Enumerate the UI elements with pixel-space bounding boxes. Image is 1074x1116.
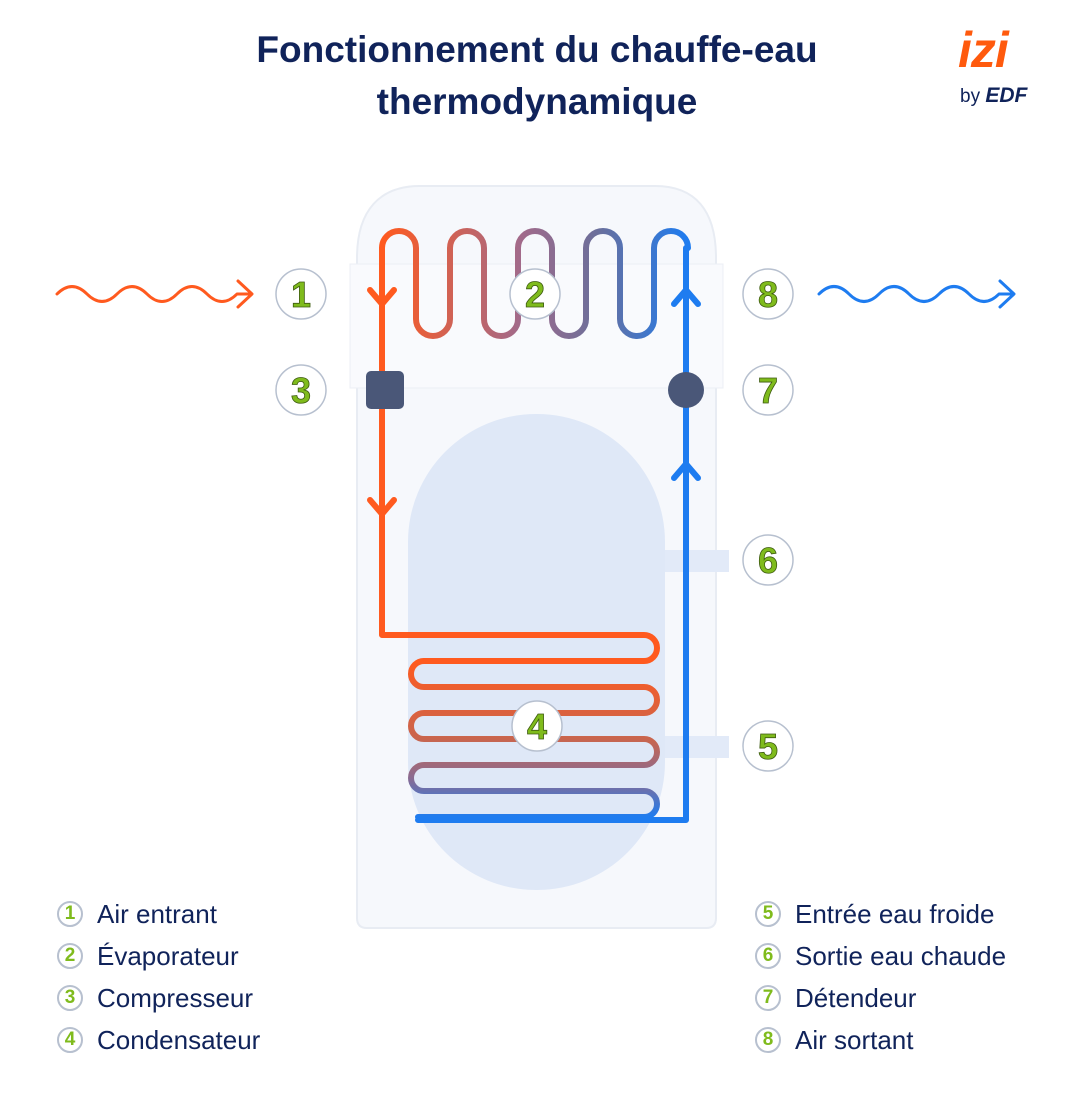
water-tank-inner <box>408 414 665 890</box>
page-title: Fonctionnement du chauffe-eau thermodyna… <box>256 29 818 122</box>
cold-line <box>415 245 689 823</box>
legend-label: Détendeur <box>795 982 917 1013</box>
legend-left: 1 Air entrant 2 Évaporateur 3 Compresseu… <box>57 893 260 1061</box>
logo-by-text: by EDF <box>960 84 1028 107</box>
legend-item: 8 Air sortant <box>755 1019 1006 1061</box>
legend-label: Sortie eau chaude <box>795 940 1007 971</box>
legend-label: Compresseur <box>97 982 254 1013</box>
legend-item: 5 Entrée eau froide <box>755 893 1006 935</box>
incoming-air-arrow-icon <box>55 279 254 309</box>
legend-item: 4 Condensateur <box>57 1019 260 1061</box>
flow-arrow-up-icon <box>671 287 701 307</box>
flow-arrow-up-icon <box>671 461 701 481</box>
compressor-block <box>366 371 404 409</box>
svg-text:5: 5 <box>758 726 778 767</box>
callout-4: 4 <box>511 700 563 752</box>
logo-edf-text: EDF <box>985 84 1028 107</box>
legend-number-badge: 8 <box>755 1027 781 1053</box>
callout-3: 3 <box>275 364 327 416</box>
legend-label: Condensateur <box>97 1024 261 1055</box>
outgoing-air-arrow-icon <box>817 279 1016 309</box>
svg-text:7: 7 <box>758 370 778 411</box>
svg-text:3: 3 <box>291 370 311 411</box>
legend-item: 3 Compresseur <box>57 977 260 1019</box>
callout-6: 6 <box>742 534 794 586</box>
legend-number-badge: 4 <box>57 1027 83 1053</box>
svg-text:4: 4 <box>527 706 547 747</box>
flow-arrow-down-icon <box>367 497 397 517</box>
refrigerant-circuit <box>367 228 701 823</box>
legend-label: Air entrant <box>97 898 217 929</box>
tank <box>349 185 729 929</box>
cold-water-inlet-pipe <box>665 736 729 758</box>
callout-1: 1 <box>275 268 327 320</box>
svg-text:1: 1 <box>291 274 311 315</box>
callout-7: 7 <box>742 364 794 416</box>
legend-number-badge: 5 <box>755 901 781 927</box>
legend-item: 7 Détendeur <box>755 977 1006 1019</box>
hot-line <box>379 245 660 664</box>
legend-number-badge: 3 <box>57 985 83 1011</box>
flow-arrow-down-icon <box>367 287 397 307</box>
evaporator-coil <box>379 228 691 339</box>
condenser-coil <box>408 658 660 820</box>
legend-label: Évaporateur <box>97 940 239 971</box>
callout-2: 2 <box>509 268 561 320</box>
callout-5: 5 <box>742 720 794 772</box>
legend-item: 6 Sortie eau chaude <box>755 935 1006 977</box>
legend-number-badge: 1 <box>57 901 83 927</box>
legend-item: 1 Air entrant <box>57 893 260 935</box>
legend-number-badge: 7 <box>755 985 781 1011</box>
legend-label: Entrée eau froide <box>795 898 995 929</box>
svg-text:8: 8 <box>758 274 778 315</box>
legend-number-badge: 6 <box>755 943 781 969</box>
svg-text:2: 2 <box>525 274 545 315</box>
svg-text:6: 6 <box>758 540 778 581</box>
expansion-valve <box>668 372 704 408</box>
hot-water-outlet-pipe <box>665 550 729 572</box>
logo-izi-text: izi <box>958 22 1009 78</box>
izi-by-edf-logo: izi by EDF <box>958 22 1038 112</box>
legend-label: Air sortant <box>795 1024 914 1055</box>
callout-8: 8 <box>742 268 794 320</box>
legend-item: 2 Évaporateur <box>57 935 260 977</box>
legend-right: 5 Entrée eau froide 6 Sortie eau chaude … <box>755 893 1006 1061</box>
legend-number-badge: 2 <box>57 943 83 969</box>
